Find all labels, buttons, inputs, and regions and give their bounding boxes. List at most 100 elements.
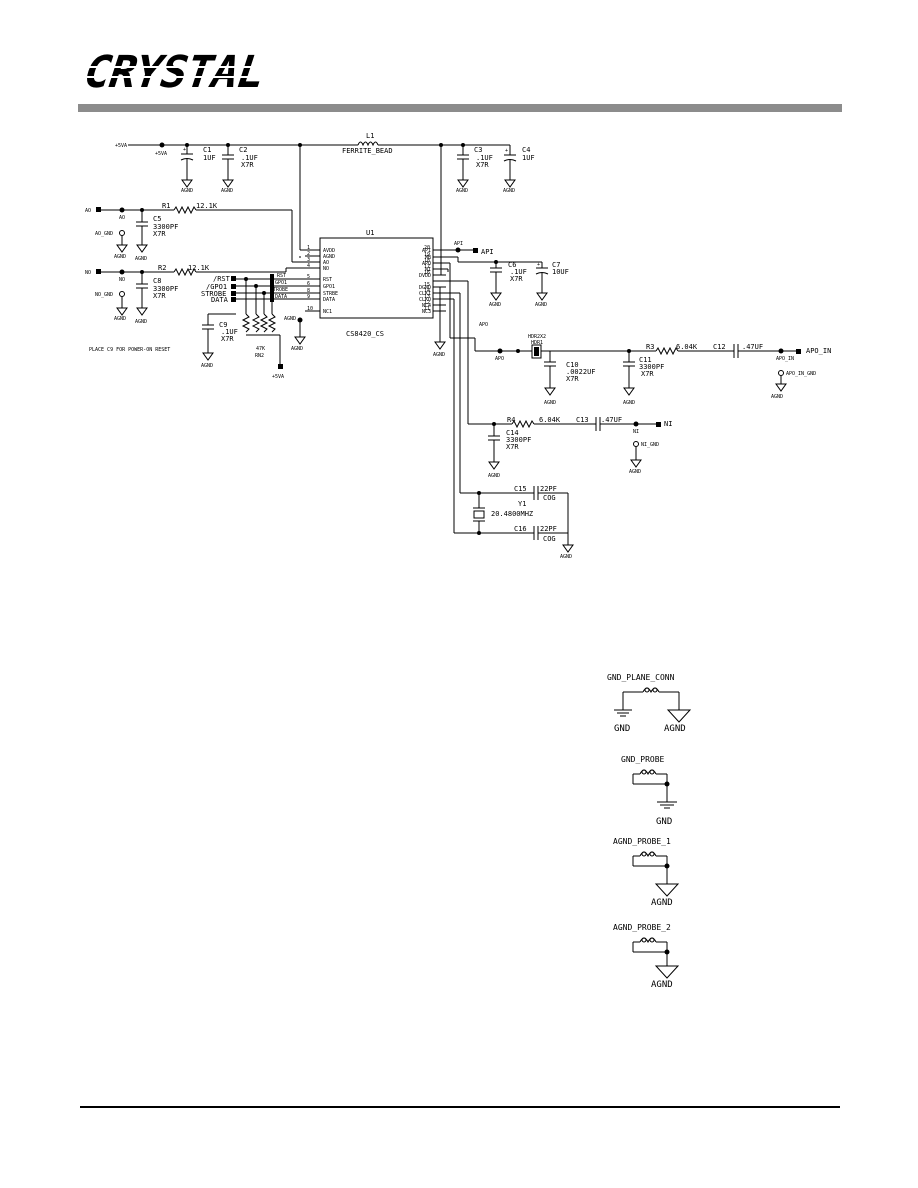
- u1-pin-name: AGND: [323, 254, 335, 260]
- api-small: API: [454, 241, 463, 247]
- c15-ref: C15: [514, 485, 527, 493]
- u1-pin-name: CLKI: [419, 291, 431, 297]
- c5-ref: C5: [153, 215, 161, 223]
- u1-pin-number: 14: [424, 288, 430, 294]
- svg-text:RST: RST: [277, 273, 286, 279]
- u1-pin-number: 16: [424, 270, 430, 276]
- svg-text:+: +: [537, 262, 540, 268]
- u1-pin-number: 5: [307, 274, 310, 280]
- u1-agnd-small: AGND: [284, 316, 296, 322]
- u1-pin-name: GPO1: [323, 284, 335, 290]
- c1-ground: AGND: [181, 188, 193, 194]
- u1-pin-number: 19: [424, 252, 430, 258]
- c2-value: .1UF: [241, 154, 258, 162]
- u1-pin-number: 17: [424, 264, 430, 270]
- u1-pin-name: RST: [323, 277, 332, 283]
- r2-value: 12.1K: [188, 264, 210, 272]
- apo-in-ground: AGND: [771, 394, 783, 400]
- c16-ref: C16: [514, 525, 527, 533]
- ni-small: NI: [633, 429, 639, 435]
- c12-ref: C12: [713, 343, 726, 351]
- ni-gnd: NI_GND: [641, 442, 659, 448]
- footer-rule: [80, 1106, 840, 1108]
- u1-pin-name: DGND: [419, 285, 431, 291]
- u1-agnd-label: AGND: [291, 346, 303, 352]
- c3-type: X7R: [476, 161, 489, 169]
- c5-ground: AGND: [135, 256, 147, 262]
- apo-section: APO APO HDR2X2 HDR1 C10 .0022UF X7R AGND…: [433, 262, 831, 406]
- agnd-probe-2-title: AGND_PROBE_2: [613, 923, 671, 932]
- rst-label: /RST: [213, 275, 231, 283]
- c11-type: X7R: [641, 370, 654, 378]
- c11-value: 3300PF: [639, 363, 664, 371]
- r2-ref: R2: [158, 264, 166, 272]
- ao-gnd-ground: AGND: [114, 254, 126, 260]
- strobe-label: STROBE: [201, 290, 226, 298]
- agnd-probe-2-gnd: AGND: [651, 980, 673, 990]
- c15-type: COG: [543, 494, 556, 502]
- u1-pin-name: NI: [425, 267, 431, 273]
- ao-port: AO: [85, 208, 91, 214]
- u1-pin-number: 20: [424, 245, 430, 251]
- ni-ground: AGND: [629, 469, 641, 475]
- u1-pin-number: 3: [307, 257, 310, 263]
- u1-pin-number: 11: [424, 306, 430, 312]
- u1-pin-number: 12: [424, 300, 430, 306]
- u1-pin-number: 13: [424, 294, 430, 300]
- gnd-probe-title: GND_PROBE: [621, 755, 665, 764]
- u1-pin-name: NC3: [422, 309, 431, 315]
- u1-agnd: AGND AGND: [284, 256, 306, 352]
- no-small: NO: [119, 277, 125, 283]
- u1-pin-name: DVDD: [419, 273, 431, 279]
- r3-ref: R3: [646, 343, 654, 351]
- l1-ref: L1: [366, 132, 374, 140]
- u1-pin-name: NC4: [422, 303, 431, 309]
- c5-type: X7R: [153, 230, 166, 238]
- c9-ground: AGND: [201, 363, 213, 369]
- capacitor-c4: + C4 1UF AGND: [503, 145, 535, 194]
- svg-text:STROBE: STROBE: [270, 287, 288, 293]
- c8-ground: AGND: [135, 319, 147, 325]
- c14-ground: AGND: [488, 473, 500, 479]
- c7-ground: AGND: [535, 302, 547, 308]
- c10-ground: AGND: [544, 400, 556, 406]
- u1-part: CS8420_CS: [346, 330, 384, 338]
- crystal-logo: CRYSTAL: [76, 46, 310, 98]
- l1-value: FERRITE_BEAD: [342, 147, 393, 155]
- u1-pin-number: 2: [307, 251, 310, 257]
- u1-pin-number: 1: [307, 245, 310, 251]
- y1-value: 20.4800MHZ: [491, 510, 533, 518]
- u1-pin-name: AO: [323, 260, 329, 266]
- c2-ref: C2: [239, 146, 247, 154]
- apo-in-gnd: APO_IN_GND: [786, 371, 816, 377]
- svg-text:DATA: DATA: [275, 294, 287, 300]
- c1-ref: C1: [203, 146, 211, 154]
- c6-value: .1UF: [510, 268, 527, 276]
- digital-lines: /RST /GPO1 STROBE DATA RST GPO1 STROBE D…: [89, 273, 320, 380]
- ni-port: NI: [664, 420, 672, 428]
- c9-type: X7R: [221, 335, 234, 343]
- u1-pin-number: 15: [424, 282, 430, 288]
- c6-type: X7R: [510, 275, 523, 283]
- gpo1-label: /GPO1: [206, 283, 227, 291]
- apo-in-port: APO_IN: [806, 347, 831, 355]
- gnd-plane-conn-title: GND_PLANE_CONN: [607, 673, 675, 682]
- svg-text:+: +: [183, 147, 186, 153]
- agnd-probe-1-gnd: AGND: [651, 898, 673, 908]
- c8-ref: C8: [153, 277, 161, 285]
- r4-ref: R4: [507, 416, 515, 424]
- ao-small: AO: [119, 215, 125, 221]
- c13-ref: C13: [576, 416, 589, 424]
- u1-pin-name: CLKO: [419, 297, 431, 303]
- c11-ref: C11: [639, 356, 652, 364]
- hdr1-type: HDR2X2: [528, 334, 546, 340]
- c12-value: .47UF: [742, 343, 763, 351]
- u1-pin-number: 4: [307, 263, 310, 269]
- u1-pin-name: STRBE: [323, 291, 338, 297]
- rn2-value: 47K: [256, 346, 265, 352]
- supply-net-small: +5VA: [155, 151, 167, 157]
- apo-small: APO: [495, 356, 504, 362]
- r4-value: 6.04K: [539, 416, 561, 424]
- c1-value: 1UF: [203, 154, 216, 162]
- c9-value: .1UF: [221, 328, 238, 336]
